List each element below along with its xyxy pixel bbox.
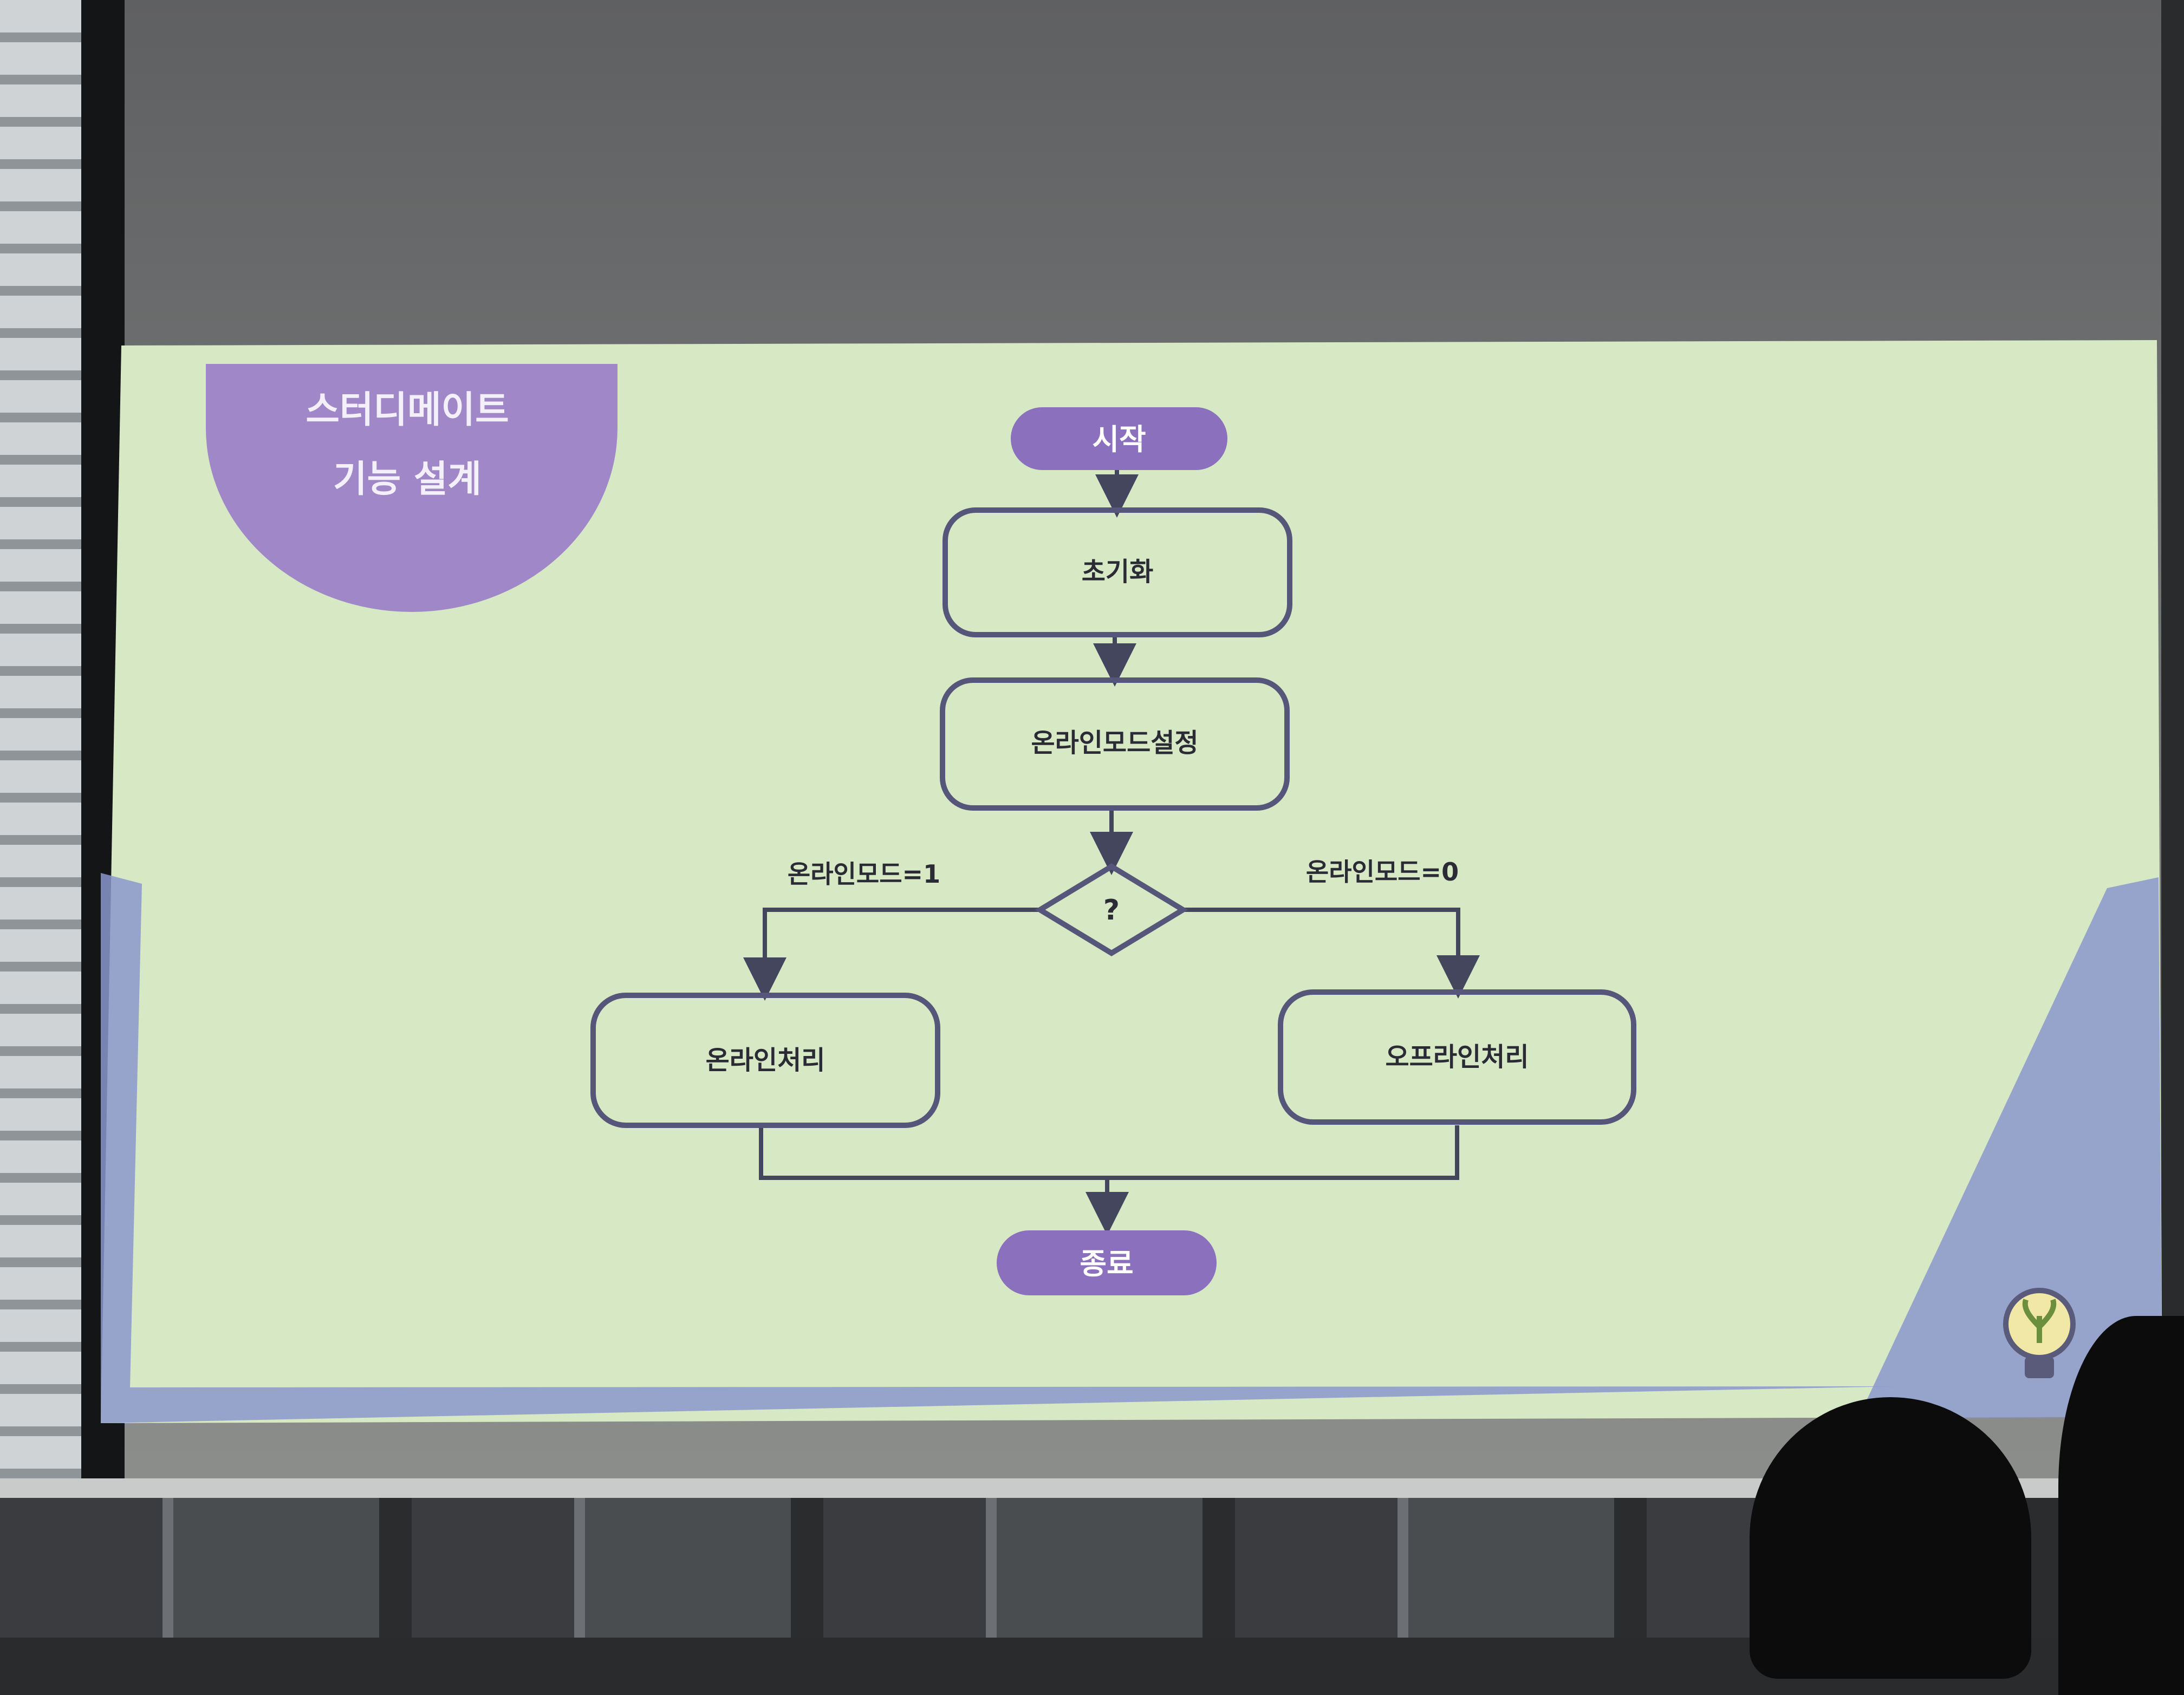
audience-silhouette — [2058, 1316, 2184, 1695]
audience-silhouette — [1750, 1397, 2031, 1679]
projector-screen — [125, 0, 2161, 1495]
screen-frame — [81, 0, 125, 1495]
